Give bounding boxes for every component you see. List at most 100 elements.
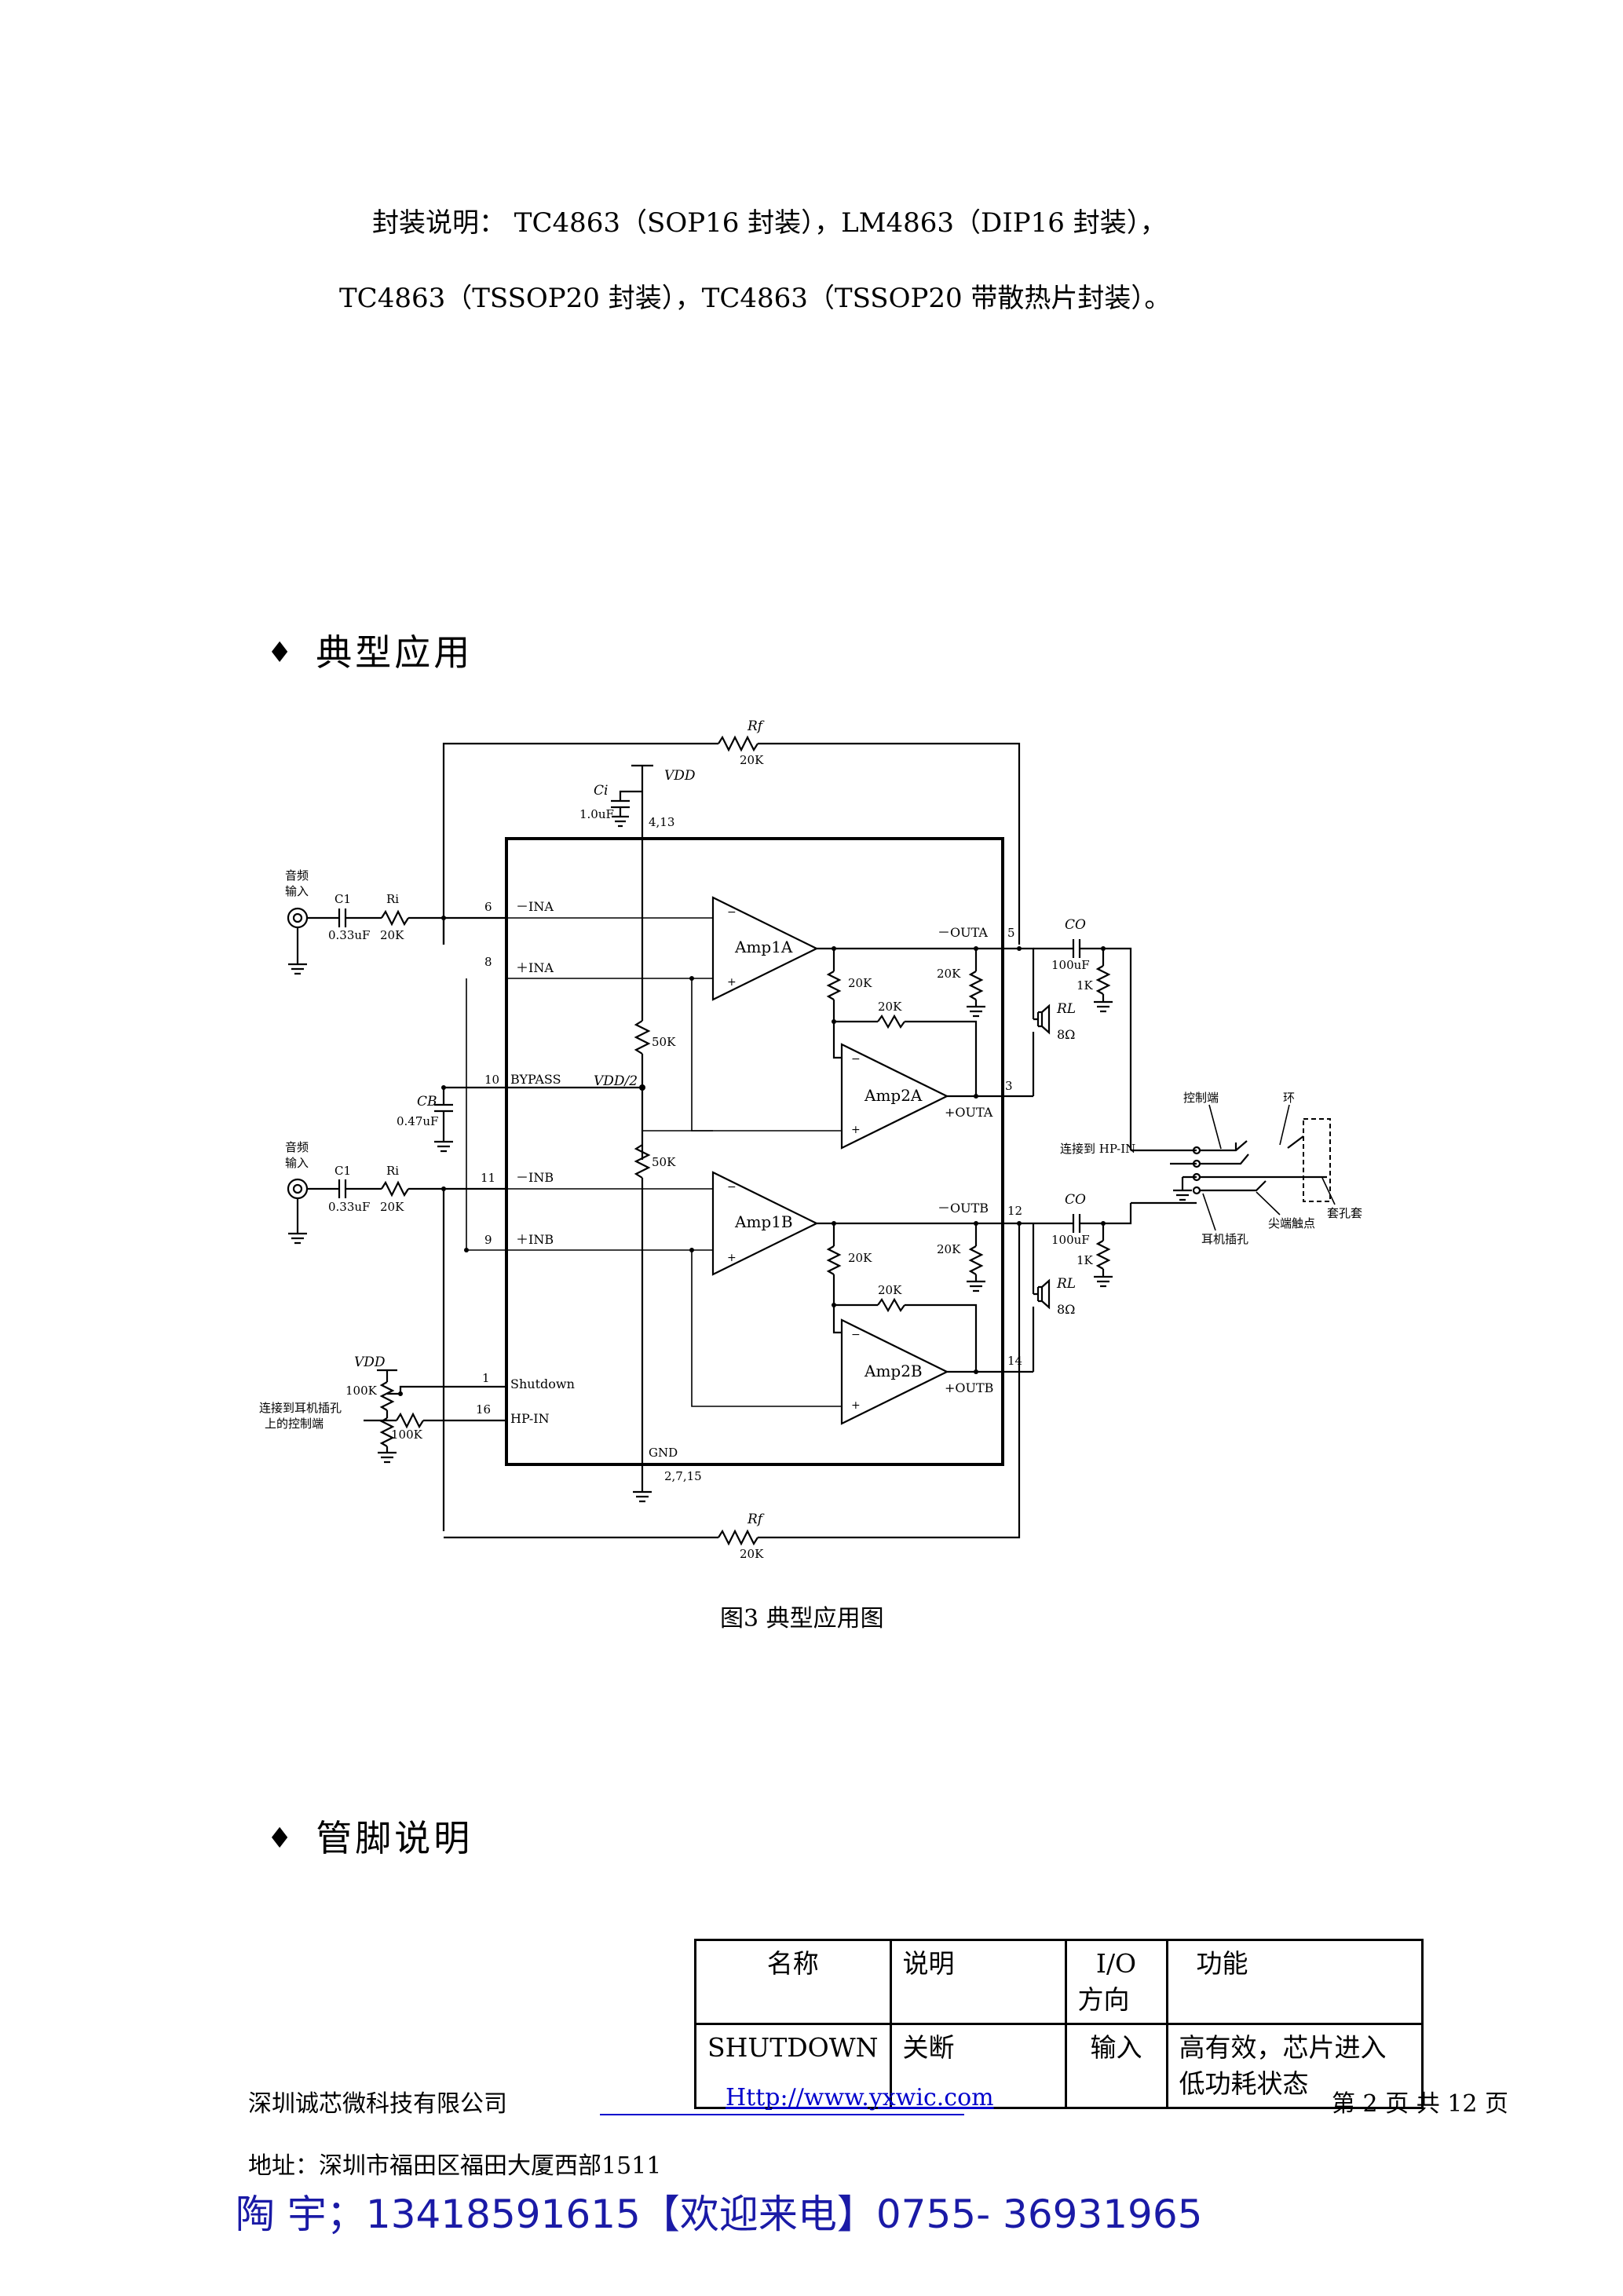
c1-a-value: 0.33uF — [328, 928, 370, 942]
footer-url-link[interactable]: Http://www.yxwic.com — [726, 2084, 994, 2111]
rl-b-value: 8Ω — [1057, 1302, 1075, 1317]
rl-b-label: RL — [1056, 1276, 1076, 1292]
hp-in-label: HP-IN — [510, 1411, 550, 1426]
r20k-b2-label: 20K — [937, 1242, 961, 1256]
footer-page-total: 12 — [1447, 2090, 1478, 2118]
cb-label: CB — [417, 1094, 437, 1110]
c1-a-label: C1 — [334, 892, 351, 906]
vdd-top-label: VDD — [664, 768, 696, 784]
amp1a-label: Amp1A — [734, 938, 793, 956]
gnd-label: GND — [649, 1446, 678, 1460]
pin1-label: 1 — [482, 1371, 490, 1385]
r20k-a1-label: 20K — [848, 976, 872, 990]
ri-a-value: 20K — [380, 928, 404, 942]
footer-contact: 陶 宇；13418591615【欢迎来电】0755- 36931965 — [236, 2192, 1203, 2237]
r50k-lower-label: 50K — [652, 1155, 676, 1169]
amp2b-minus-sign: − — [851, 1329, 861, 1341]
co-b-label: CO — [1065, 1192, 1086, 1208]
jack-socket-label: 耳机插孔 — [1201, 1232, 1248, 1246]
audio-in-a-line1: 音频 — [285, 868, 309, 883]
r50k-upper-label: 50K — [652, 1035, 676, 1049]
shutdown-label: Shutdown — [510, 1377, 575, 1391]
row-func-line1: 高有效，芯片进入 — [1179, 2032, 1387, 2063]
pin5-label: 5 — [1007, 926, 1015, 940]
table-row: SHUTDOWN 关断 输入 高有效，芯片进入 低功耗状态 — [694, 2023, 1424, 2109]
pin-vdd-number: 4,13 — [649, 815, 674, 829]
rf-bottom-value: 20K — [740, 1547, 764, 1561]
header-name: 名称 — [694, 1939, 892, 2025]
r20k-a3-label: 20K — [878, 1000, 902, 1014]
rf-top-label: Rf — [747, 718, 765, 734]
pin10-label: 10 — [484, 1073, 499, 1087]
ri-b-label: Ri — [386, 1164, 399, 1178]
amp1b-label: Amp1B — [734, 1212, 793, 1231]
r1k-b-label: 1K — [1077, 1253, 1094, 1267]
jack-conn-label: 连接到 HP-IN — [1060, 1142, 1135, 1156]
pin8-label: 8 — [484, 955, 492, 969]
r20k-b1-label: 20K — [848, 1251, 872, 1265]
ci-label: Ci — [594, 783, 608, 799]
package-desc-line1: 封装说明： TC4863（SOP16 封装），LM4863（DIP16 封装）， — [372, 207, 1167, 239]
pin3-label: 3 — [1005, 1079, 1013, 1093]
outa-plus-label: +OUTA — [945, 1105, 993, 1120]
pin11-label: 11 — [481, 1171, 495, 1185]
amp2a-minus-sign: − — [851, 1053, 861, 1066]
pin14-label: 14 — [1007, 1354, 1022, 1368]
section-pins-title: 管脚说明 — [316, 1817, 473, 1859]
inb-minus-label: －INB — [516, 1170, 554, 1185]
header-desc: 说明 — [889, 1939, 1067, 2025]
section-typical-heading: ♦典型应用 — [267, 624, 473, 676]
pin6-label: 6 — [484, 900, 492, 914]
row-io: 输入 — [1064, 2023, 1168, 2109]
table-header-row: 名称 说明 I/O 方向 功能 — [694, 1939, 1424, 2025]
jack-ctrl-label: 控制端 — [1183, 1091, 1219, 1105]
hp-note-line2: 上的控制端 — [265, 1417, 324, 1431]
jack-sleeve-label: 套孔套 — [1327, 1206, 1362, 1220]
rf-bottom-label: Rf — [747, 1512, 765, 1527]
header-io-line1: I/O — [1095, 1948, 1137, 1979]
rl-a-value: 8Ω — [1057, 1027, 1075, 1042]
ri-b-value: 20K — [380, 1200, 404, 1214]
rf-top-value: 20K — [740, 753, 764, 767]
co-b-value: 100uF — [1051, 1233, 1090, 1247]
r100k-lower-label: 100K — [391, 1428, 423, 1442]
amp2a-plus-sign: + — [851, 1124, 861, 1136]
pin12-label: 12 — [1007, 1204, 1022, 1218]
outa-minus-label: －OUTA — [938, 925, 988, 940]
amp2a-label: Amp2A — [864, 1086, 923, 1105]
row-name: SHUTDOWN — [694, 2023, 892, 2109]
bypass-label: BYPASS — [510, 1072, 561, 1087]
r20k-a2-label: 20K — [937, 967, 961, 981]
inb-plus-label: ＋INB — [516, 1232, 554, 1247]
ina-minus-label: －INA — [516, 899, 554, 914]
ci-value: 1.0uF — [579, 807, 614, 821]
audio-in-b-line1: 音频 — [285, 1140, 309, 1154]
outb-plus-label: +OUTB — [945, 1380, 993, 1395]
amp2b-label: Amp2B — [864, 1362, 923, 1380]
amp1a-plus-sign: + — [727, 976, 737, 989]
ri-a-label: Ri — [386, 892, 399, 906]
ina-plus-label: ＋INA — [516, 960, 554, 975]
header-func: 功能 — [1165, 1939, 1424, 2025]
vdd-shutdown-label: VDD — [354, 1355, 386, 1370]
footer-page-info: 第 2 页 共 12 页 — [1332, 2084, 1508, 2119]
pin-table: 名称 说明 I/O 方向 功能 SHUTDOWN 关断 输入 高有效，芯片进入 … — [694, 1939, 1424, 2109]
row-desc: 关断 — [889, 2023, 1067, 2109]
vdd-half-label: VDD/2 — [594, 1073, 638, 1089]
r100k-upper-label: 100K — [345, 1384, 378, 1398]
r20k-b3-label: 20K — [878, 1283, 902, 1297]
row-func-line2: 低功耗状态 — [1179, 2068, 1309, 2099]
header-io-line2: 方向 — [1077, 1984, 1130, 2015]
footer-address: 地址：深圳市福田区福田大厦西部1511 — [248, 2152, 662, 2180]
rl-a-label: RL — [1056, 1001, 1076, 1017]
hp-note-line1: 连接到耳机插孔 — [259, 1401, 342, 1415]
audio-in-a-line2: 输入 — [285, 884, 309, 898]
amp1b-plus-sign: + — [727, 1252, 737, 1264]
amp1b-minus-sign: − — [727, 1181, 737, 1194]
c1-b-label: C1 — [334, 1164, 351, 1178]
amp2b-plus-sign: + — [851, 1399, 861, 1412]
c1-b-value: 0.33uF — [328, 1200, 370, 1214]
jack-tip-label: 尖端触点 — [1268, 1216, 1315, 1230]
audio-in-b-line2: 输入 — [285, 1156, 309, 1170]
